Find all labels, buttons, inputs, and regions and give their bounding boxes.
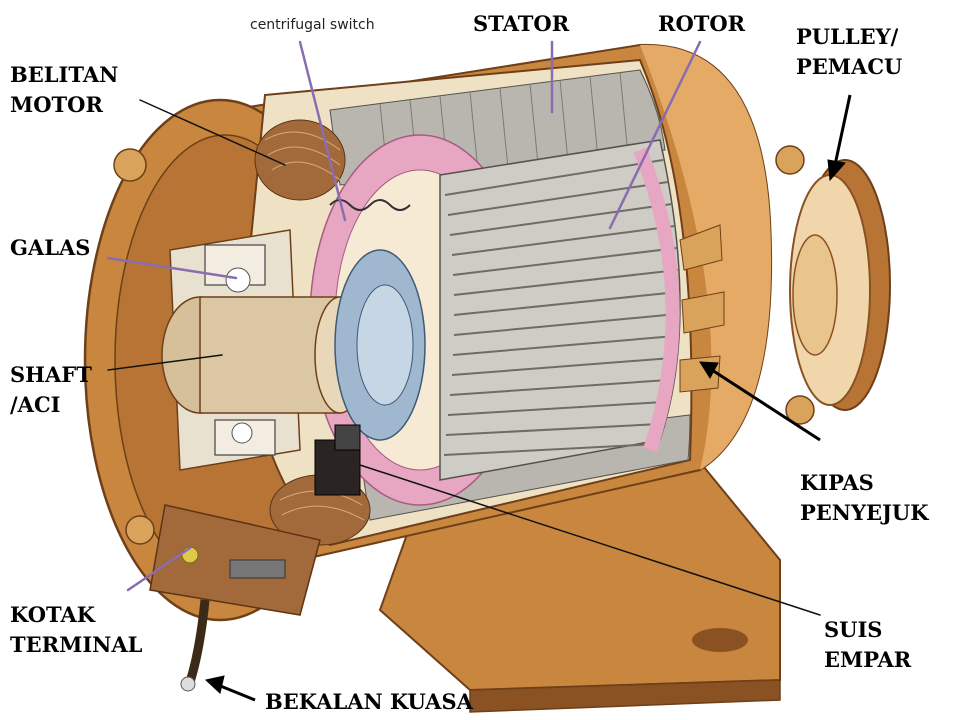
label-suis-line1: SUIS xyxy=(824,617,883,642)
label-suis: SUIS EMPAR xyxy=(824,615,911,675)
arrow-pulley xyxy=(833,94,852,166)
label-shaft-line1: SHAFT xyxy=(10,362,92,387)
arrow-kipas xyxy=(711,368,821,442)
leader-lines xyxy=(106,40,821,616)
arrow-leaders xyxy=(204,94,852,702)
label-centrifugal-switch: centrifugal switch xyxy=(250,17,375,33)
centrifugal-switch-contact xyxy=(314,424,361,496)
cooling-fan xyxy=(679,224,725,393)
arrow-pulley-head xyxy=(827,159,846,182)
pulley xyxy=(789,159,891,411)
arrow-bekalan xyxy=(217,683,256,702)
label-kipas-line1: KIPAS xyxy=(800,470,874,495)
label-bekalan: BEKALAN KUASA xyxy=(265,689,473,714)
label-belitan-line2: MOTOR xyxy=(10,92,103,117)
label-pulley-line2: PEMACU xyxy=(796,54,903,79)
leader-rotor xyxy=(608,40,702,230)
label-shaft-line2: /ACI xyxy=(10,392,61,417)
label-pulley: PULLEY/ PEMACU xyxy=(796,22,902,82)
arrow-bekalan-head xyxy=(204,675,225,694)
arrow-kipas-head xyxy=(699,361,719,379)
label-belitan-line1: BELITAN xyxy=(10,62,119,87)
leader-kotak xyxy=(126,546,192,592)
leader-shaft xyxy=(107,354,223,371)
label-kipas: KIPAS PENYEJUK xyxy=(800,468,929,528)
shaft xyxy=(161,296,366,414)
label-kotak-line2: TERMINAL xyxy=(10,632,143,657)
label-rotor: ROTOR xyxy=(658,11,746,36)
label-kotak: KOTAK TERMINAL xyxy=(10,600,142,660)
rotor-bars xyxy=(439,139,681,481)
label-belitan: BELITAN MOTOR xyxy=(10,60,118,120)
housing-bolts xyxy=(113,145,815,545)
label-kotak-line1: KOTAK xyxy=(10,602,96,627)
label-shaft: SHAFT /ACI xyxy=(10,360,92,420)
terminal-box xyxy=(149,504,321,692)
leader-belitan xyxy=(139,99,286,166)
label-suis-line2: EMPAR xyxy=(824,647,912,672)
leader-centrifugal xyxy=(298,40,347,222)
label-galas: GALAS xyxy=(10,235,91,260)
label-stator: STATOR xyxy=(473,11,570,36)
leader-suis xyxy=(359,464,821,616)
label-kipas-line2: PENYEJUK xyxy=(800,500,929,525)
leader-galas xyxy=(106,256,238,280)
centrifugal-switch-part xyxy=(329,199,426,441)
label-pulley-line1: PULLEY/ xyxy=(796,24,899,49)
